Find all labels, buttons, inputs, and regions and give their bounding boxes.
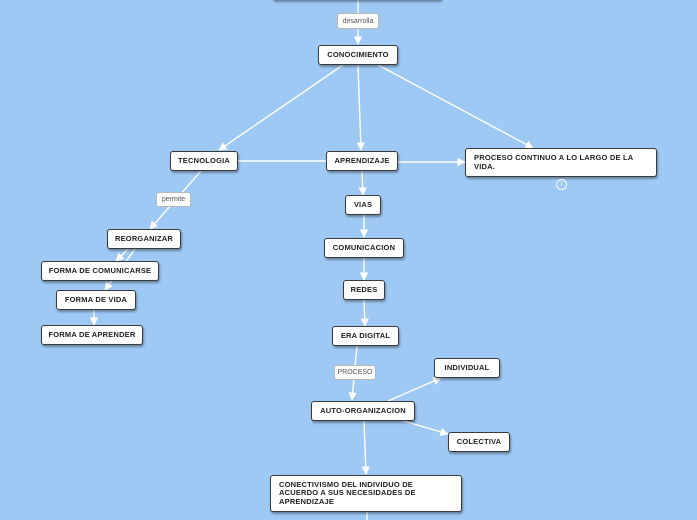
edge-redes-eradigital <box>360 299 369 327</box>
node-conectivismo[interactable]: CONECTIVISMO DEL INDIVIDUO DE ACUERDO A … <box>270 475 462 512</box>
edge-auto-individual <box>387 377 442 402</box>
edge-auto-colectiva <box>399 419 449 436</box>
node-redes[interactable]: REDES <box>343 280 385 300</box>
edge-aprendizaje-vias <box>358 170 367 196</box>
node-colectiva[interactable]: COLECTIVA <box>448 432 510 452</box>
edge-label-permite: permite <box>156 192 191 207</box>
node-conocimiento[interactable]: CONOCIMIENTO <box>318 45 398 65</box>
node-comunicacion[interactable]: COMUNICACION <box>324 238 404 258</box>
node-auto-organizacion[interactable]: AUTO-ORGANIZACION <box>311 401 415 421</box>
node-proceso-continuo[interactable]: PROCESO CONTINUO A LO LARGO DE LA VIDA. <box>465 148 657 177</box>
edge-reorganizar-comunicarse <box>115 248 129 262</box>
edge-label-desarrolla: desarrolla <box>337 13 379 29</box>
node-forma-comunicarse[interactable]: FORMA DE COMUNICARSE <box>41 261 159 281</box>
edge-auto-conectivismo <box>361 420 370 475</box>
edge-label-proceso: PROCESO <box>334 365 376 380</box>
node-reorganizar[interactable]: REORGANIZAR <box>107 229 181 249</box>
node-individual[interactable]: INDIVIDUAL <box>434 358 500 378</box>
edge-conocimiento-proceso <box>377 64 534 149</box>
node-vias[interactable]: VIAS <box>345 195 381 215</box>
node-forma-aprender[interactable]: FORMA DE APRENDER <box>41 325 143 345</box>
node-tecnologia[interactable]: TECNOLOGIA <box>170 151 238 171</box>
edge-conocimiento-tecnologia <box>218 64 344 151</box>
node-forma-vida[interactable]: FORMA DE VIDA <box>56 290 136 310</box>
info-icon[interactable]: i <box>556 179 567 190</box>
node-aprendizaje[interactable]: APRENDIZAJE <box>326 151 398 171</box>
node-era-digital[interactable]: ERA DIGITAL <box>332 326 399 346</box>
edge-conocimiento-aprendizaje <box>356 64 365 151</box>
